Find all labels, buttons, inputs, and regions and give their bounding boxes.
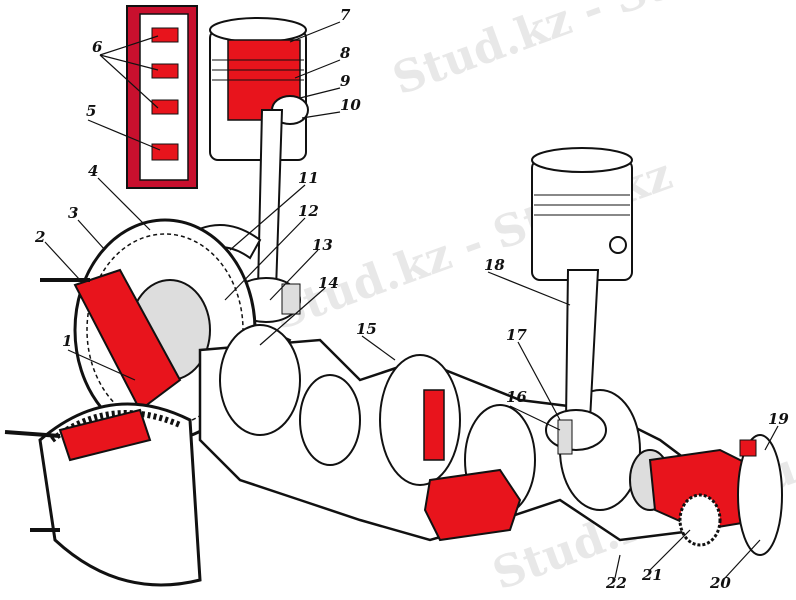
- starter-gear-ring: [4, 402, 202, 587]
- callout-16: 16: [506, 388, 527, 406]
- red-counterweight: [423, 389, 522, 542]
- callout-13: 13: [312, 236, 333, 254]
- callout-1: 1: [62, 332, 72, 350]
- callout-5: 5: [86, 102, 96, 120]
- callout-11: 11: [298, 169, 319, 187]
- callout-7: 7: [340, 6, 351, 24]
- right-piston: [531, 147, 633, 281]
- right-connecting-rod: [545, 269, 607, 455]
- red-flange: [40, 268, 182, 412]
- callout-3: 3: [68, 204, 78, 222]
- callout-17: 17: [506, 326, 527, 344]
- callout-14: 14: [318, 274, 339, 292]
- callout-22: 22: [605, 574, 627, 592]
- leader-lines: [44, 21, 779, 579]
- callout-21: 21: [641, 566, 663, 584]
- watermark-text: Stud.kz - Stud.kz: [386, 0, 796, 105]
- callout-20: 20: [709, 574, 731, 592]
- callout-6: 6: [92, 38, 103, 56]
- red-front-gear: [648, 434, 783, 556]
- callout-10: 10: [340, 96, 361, 114]
- callout-4: 4: [88, 162, 98, 180]
- piston-ring-inset: [126, 5, 198, 189]
- callout-18: 18: [484, 256, 505, 274]
- callout-2: 2: [34, 228, 45, 246]
- callout-19: 19: [768, 410, 789, 428]
- upper-piston: [209, 17, 309, 161]
- callout-12: 12: [298, 202, 319, 220]
- callout-9: 9: [340, 72, 351, 90]
- callout-labels: 1 2 3 4 5 6 7 8 9 10 11 12 13 14 15 16 1…: [34, 6, 789, 592]
- callout-8: 8: [340, 44, 351, 62]
- callout-15: 15: [356, 320, 377, 338]
